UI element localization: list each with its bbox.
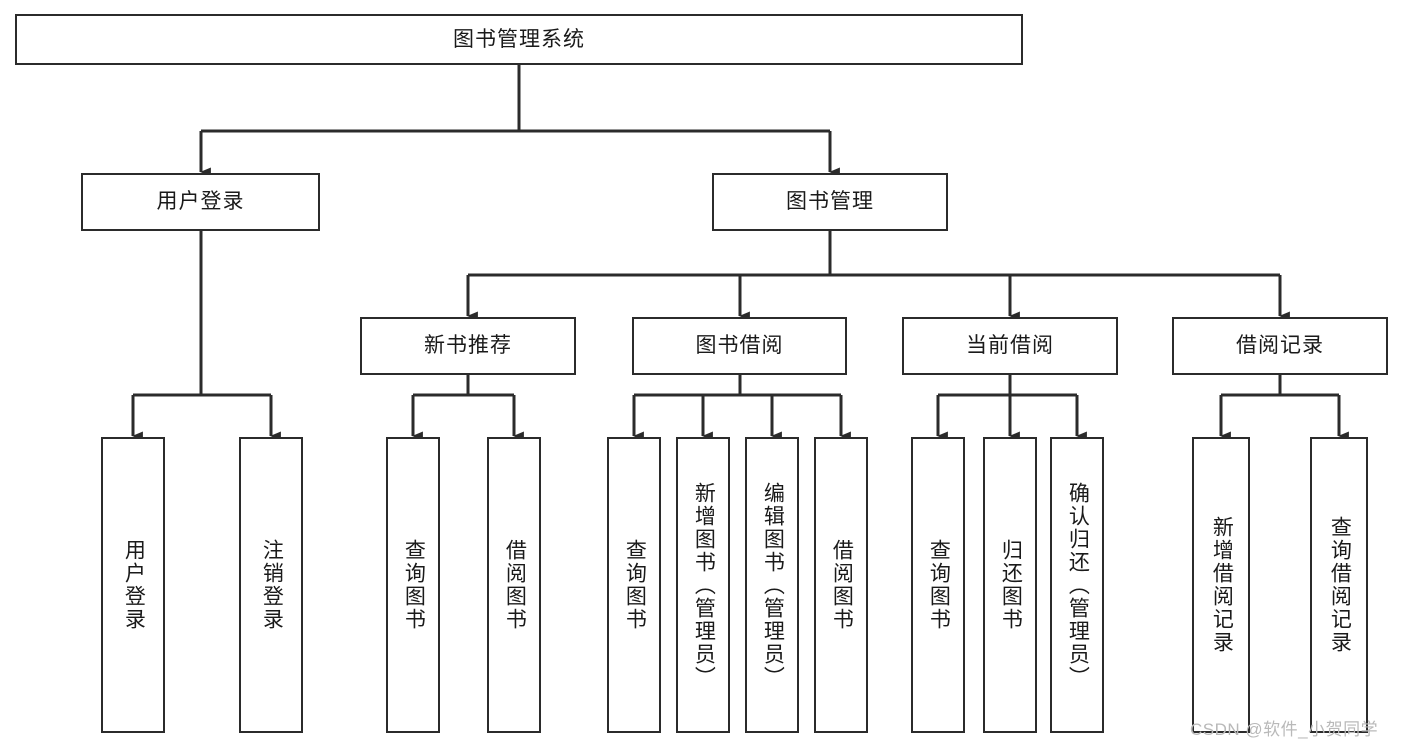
node-root[interactable]: 图书管理系统 bbox=[15, 14, 1023, 65]
node-label: 确认归还（管理员） bbox=[1066, 481, 1090, 689]
node-label: 用户登录 bbox=[156, 190, 245, 214]
node-label: 新增图书（管理员） bbox=[692, 481, 716, 689]
node-leaf12[interactable]: 新增借阅记录 bbox=[1192, 437, 1250, 733]
node-leaf10[interactable]: 归还图书 bbox=[983, 437, 1037, 733]
node-label: 查询图书 bbox=[623, 539, 647, 631]
node-label: 新书推荐 bbox=[424, 334, 512, 358]
node-label: 查询图书 bbox=[402, 539, 426, 631]
node-label: 图书借阅 bbox=[695, 334, 784, 358]
node-records[interactable]: 借阅记录 bbox=[1172, 317, 1388, 375]
node-label: 借阅记录 bbox=[1236, 334, 1324, 358]
node-bookmgmt[interactable]: 图书管理 bbox=[712, 173, 948, 231]
node-leaf5[interactable]: 查询图书 bbox=[607, 437, 661, 733]
node-leaf3[interactable]: 查询图书 bbox=[386, 437, 440, 733]
node-borrow[interactable]: 图书借阅 bbox=[632, 317, 847, 375]
node-leaf2[interactable]: 注销登录 bbox=[239, 437, 303, 733]
node-label: 用户登录 bbox=[122, 539, 146, 631]
node-label: 当前借阅 bbox=[966, 334, 1054, 358]
edge-group bbox=[131, 65, 1349, 441]
node-leaf9[interactable]: 查询图书 bbox=[911, 437, 965, 733]
node-label: 查询借阅记录 bbox=[1328, 516, 1352, 654]
node-leaf7[interactable]: 编辑图书（管理员） bbox=[745, 437, 799, 733]
node-label: 查询图书 bbox=[927, 539, 951, 631]
node-label: 新增借阅记录 bbox=[1210, 516, 1234, 654]
node-label: 注销登录 bbox=[260, 539, 284, 631]
node-current[interactable]: 当前借阅 bbox=[902, 317, 1118, 375]
node-label: 归还图书 bbox=[999, 539, 1023, 631]
node-leaf6[interactable]: 新增图书（管理员） bbox=[676, 437, 730, 733]
node-leaf1[interactable]: 用户登录 bbox=[101, 437, 165, 733]
node-label: 图书管理系统 bbox=[453, 27, 585, 51]
watermark: CSDN @软件_小贺同学 bbox=[1190, 720, 1379, 739]
node-leaf4[interactable]: 借阅图书 bbox=[487, 437, 541, 733]
node-leaf13[interactable]: 查询借阅记录 bbox=[1310, 437, 1368, 733]
node-newbooks[interactable]: 新书推荐 bbox=[360, 317, 576, 375]
node-label: 借阅图书 bbox=[503, 539, 527, 631]
node-leaf11[interactable]: 确认归还（管理员） bbox=[1050, 437, 1104, 733]
node-label: 图书管理 bbox=[786, 190, 874, 214]
node-label: 借阅图书 bbox=[830, 539, 854, 631]
node-login[interactable]: 用户登录 bbox=[81, 173, 320, 231]
node-leaf8[interactable]: 借阅图书 bbox=[814, 437, 868, 733]
node-label: 编辑图书（管理员） bbox=[761, 481, 785, 689]
